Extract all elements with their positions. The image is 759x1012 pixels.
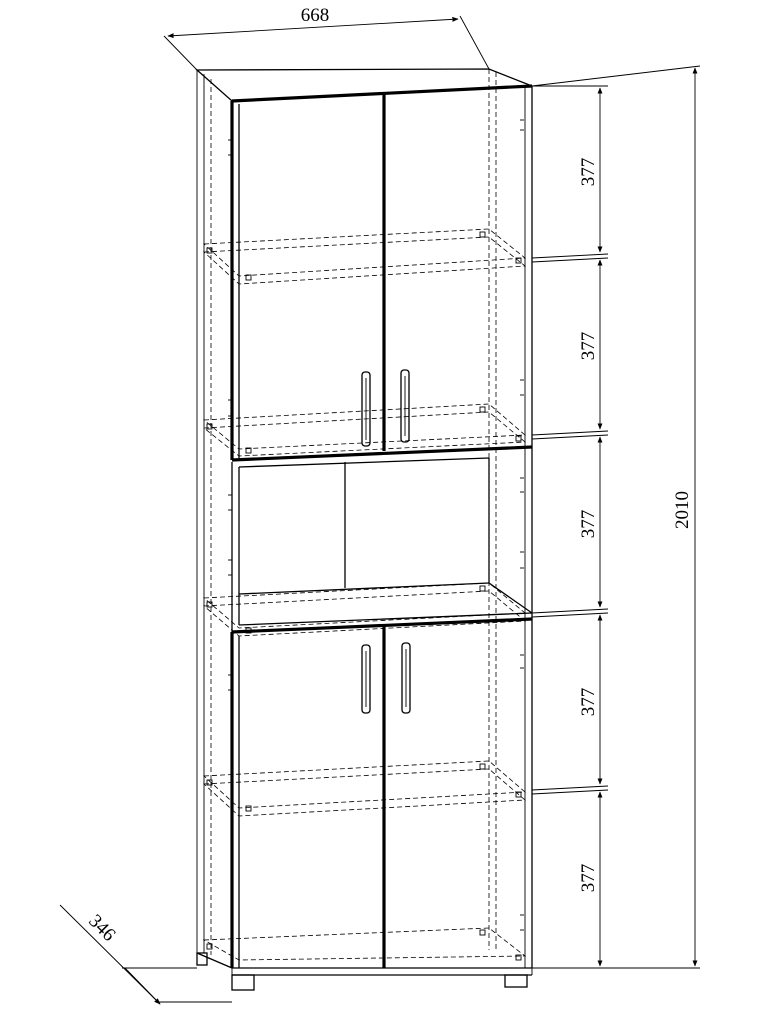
lower-door-handle-right bbox=[401, 642, 411, 714]
hidden-shelves bbox=[202, 228, 527, 961]
lower-door-handle-left bbox=[361, 644, 371, 714]
open-niche bbox=[231, 457, 533, 634]
cabinet-body bbox=[195, 68, 533, 991]
section-label-5: 377 bbox=[578, 864, 599, 893]
section-label-3: 377 bbox=[578, 510, 599, 539]
height-dimension: 2010 bbox=[531, 65, 701, 969]
width-dimension: 668 bbox=[163, 5, 490, 71]
lower-door-pair bbox=[230, 626, 386, 968]
upper-door-handle-left bbox=[361, 371, 371, 447]
section-label-2: 377 bbox=[578, 332, 599, 361]
width-label: 668 bbox=[301, 5, 330, 26]
shelf-pins bbox=[206, 119, 524, 961]
section-label-1: 377 bbox=[578, 158, 599, 187]
depth-label: 346 bbox=[84, 911, 119, 946]
section-label-4: 377 bbox=[578, 688, 599, 717]
depth-dimension: 346 bbox=[59, 904, 232, 1005]
height-label: 2010 bbox=[672, 491, 693, 529]
section-dimensions: 377 377 377 377 377 bbox=[531, 85, 609, 969]
upper-door-handle-right bbox=[400, 369, 410, 443]
